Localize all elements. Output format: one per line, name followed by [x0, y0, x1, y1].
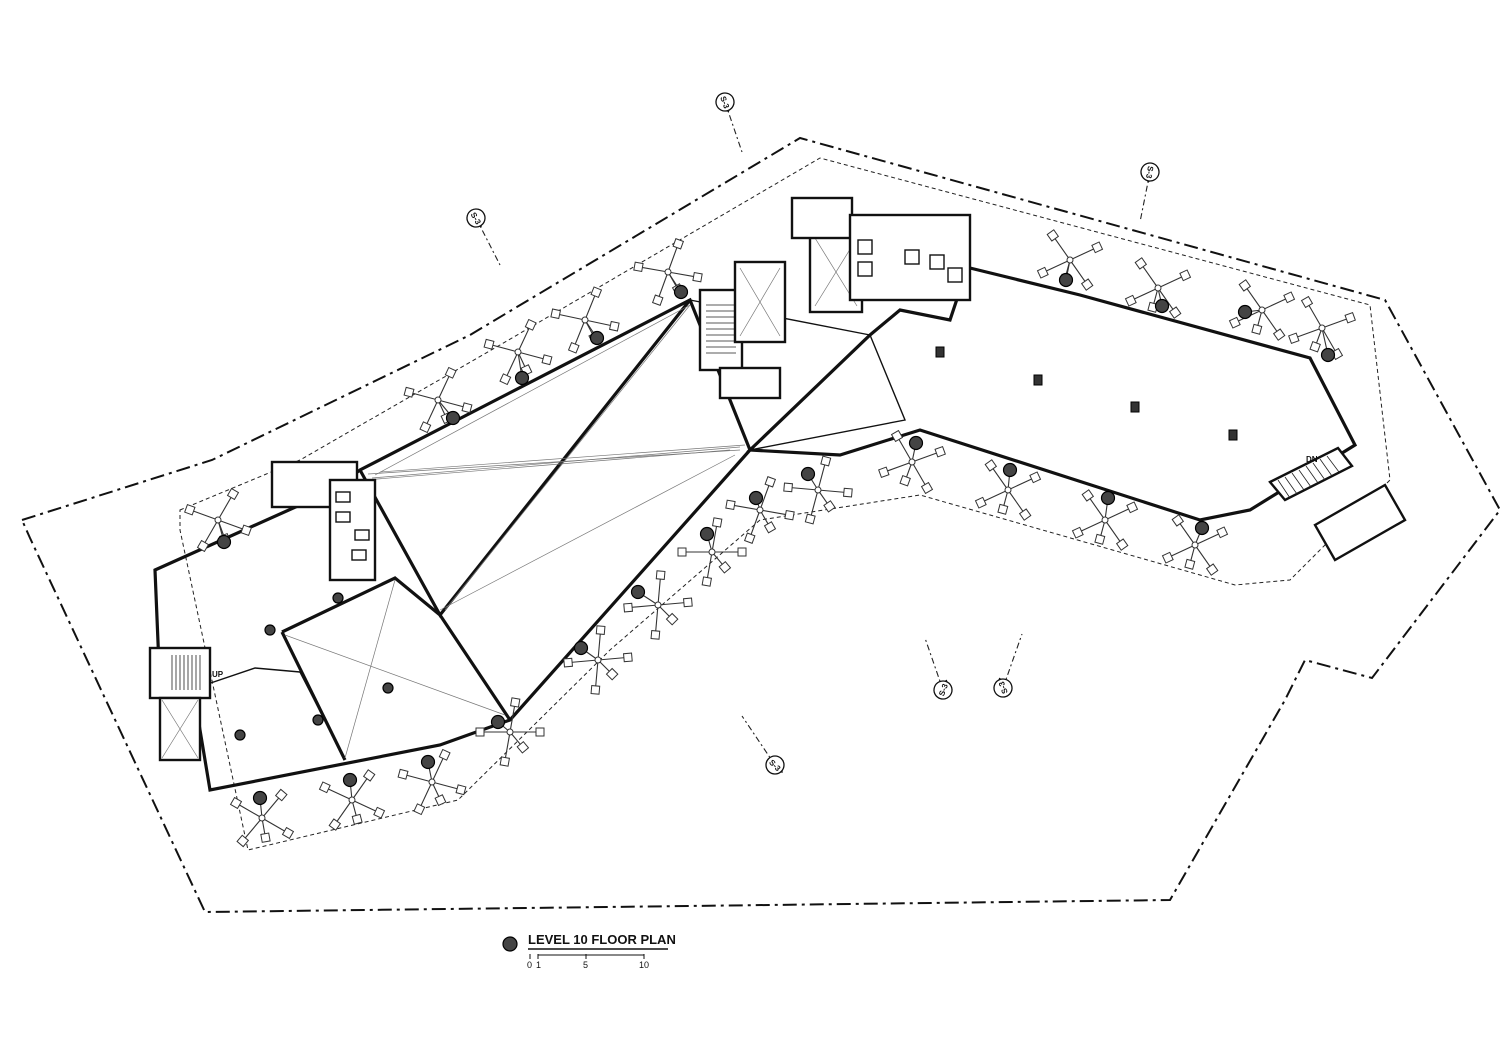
- structural-column: [673, 284, 689, 300]
- drawing-title-block: LEVEL 10 FLOOR PLAN 0 1 5 10: [502, 932, 676, 970]
- braced-column: [229, 788, 295, 848]
- structural-column: [1100, 490, 1116, 506]
- scale-label-5: 5: [583, 960, 588, 970]
- structural-column: [589, 330, 605, 346]
- east-wing-columns: [935, 346, 1238, 441]
- section-marker-label: S-3: [997, 680, 1010, 695]
- braced-column: [1036, 229, 1104, 291]
- structural-column: [1320, 347, 1336, 363]
- structural-column: [699, 526, 715, 542]
- section-marker-label: S-3: [1144, 165, 1155, 179]
- structural-column: [748, 490, 764, 506]
- braced-column: [1161, 514, 1229, 576]
- structural-column: [342, 772, 358, 788]
- structural-column: [1237, 304, 1253, 320]
- interior-columns: [234, 592, 394, 741]
- braced-column: [563, 625, 633, 695]
- structural-column: [490, 714, 506, 730]
- braced-column: [318, 769, 386, 831]
- structural-column: [573, 640, 589, 656]
- braced-column: [783, 455, 853, 525]
- braced-column: [403, 366, 473, 434]
- braced-column: [1288, 295, 1356, 363]
- scale-label-1: 1: [536, 960, 541, 970]
- structural-column: [420, 754, 436, 770]
- north-symbol-icon: [502, 936, 518, 952]
- braced-column: [475, 697, 545, 767]
- braced-column: [1228, 279, 1296, 341]
- structural-column: [252, 790, 268, 806]
- braced-column: [633, 238, 703, 306]
- structural-column: [514, 370, 530, 386]
- east-stair-down-label: DN: [1306, 455, 1318, 464]
- west-wing-rooms: [189, 299, 746, 761]
- braced-column: [623, 570, 693, 640]
- braced-column: [725, 476, 795, 544]
- west-stair-core: [148, 646, 212, 762]
- structural-column: [216, 534, 232, 550]
- structural-column: [1154, 298, 1170, 314]
- west-stair-up-label: UP: [212, 670, 224, 679]
- east-stair: [1268, 446, 1407, 562]
- section-marker: S-3: [466, 208, 501, 266]
- scale-label-0: 0: [527, 960, 532, 970]
- structural-column: [1002, 462, 1018, 478]
- site-boundary: [20, 136, 1500, 914]
- braced-column: [483, 318, 553, 386]
- drawing-title: LEVEL 10 FLOOR PLAN: [528, 932, 676, 947]
- section-marker: S-3: [1139, 162, 1160, 223]
- braced-column: [1071, 489, 1139, 551]
- braced-column: [184, 487, 252, 553]
- perimeter-braced-columns: [184, 229, 1356, 848]
- section-marker: S-3: [993, 633, 1023, 698]
- structural-column: [908, 435, 924, 451]
- braced-column: [878, 429, 946, 495]
- braced-column: [550, 286, 620, 354]
- braced-column: [397, 748, 467, 816]
- section-marker-label: S-3: [718, 95, 731, 110]
- section-marker: S-3: [715, 92, 743, 153]
- scale-label-10: 10: [639, 960, 649, 970]
- structural-column: [800, 466, 816, 482]
- braced-column: [677, 517, 747, 587]
- structural-column: [1058, 272, 1074, 288]
- scale-bar: 0 1 5 10: [527, 954, 649, 970]
- structural-column: [630, 584, 646, 600]
- central-core: [698, 196, 972, 400]
- structural-column: [445, 410, 461, 426]
- structural-column: [1194, 520, 1210, 536]
- section-marker: S-3: [924, 637, 953, 700]
- section-marker-label: S-3: [937, 682, 950, 697]
- section-marker: S-3: [741, 715, 785, 775]
- braced-column: [974, 459, 1042, 521]
- braced-column: [1124, 257, 1192, 319]
